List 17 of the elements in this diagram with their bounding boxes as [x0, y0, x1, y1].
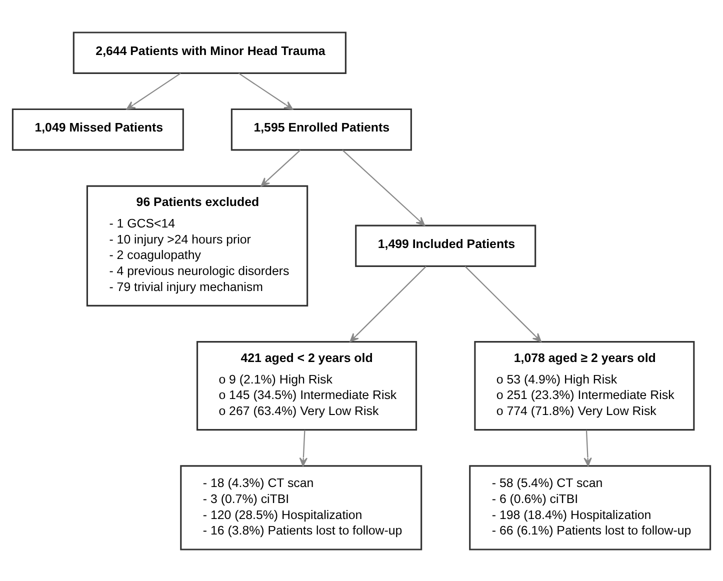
arrow [299, 430, 308, 466]
node-box: 421 aged < 2 years old o 9 (2.1%) High Risk o 145 (34.5%) Intermediate Risk o 267 (63.4%) Very Low Risk [196, 340, 418, 430]
node-box: 96 Patients excluded - 1 GCS<14 - 10 injury >24 hours prior - 2 coagulopathy - 4 previous neurologic disorders - 79 trivial injury mechanism [86, 184, 308, 306]
node-box: 2,644 Patients with Minor Head Trauma [72, 31, 346, 74]
arrow [342, 149, 425, 226]
arrow [260, 149, 301, 186]
node-box: 1,499 Included Patients [355, 224, 536, 266]
node-box: - 58 (5.4%) CT scan - 6 (0.6%) ciTBI - 198 (18.4%) Hospitalization - 66 (6.1%) Patients lost to follow-up [469, 464, 712, 550]
node-box: 1,049 Missed Patients [12, 108, 184, 150]
node-box: 1,078 aged ≥ 2 years old o 53 (4.9%) High Risk o 251 (23.3%) Intermediate Risk o 774 (71.8%) Very Low Risk [474, 340, 695, 430]
node-box: 1,595 Enrolled Patients [230, 108, 412, 150]
arrow [126, 72, 181, 110]
arrow [584, 430, 592, 466]
arrow [464, 266, 542, 342]
arrow [238, 72, 294, 110]
node-box: - 18 (4.3%) CT scan - 3 (0.7%) ciTBI - 120 (28.5%) Hospitalization - 16 (3.8%) Patients lost to follow-up [180, 464, 422, 550]
arrow [350, 266, 426, 342]
